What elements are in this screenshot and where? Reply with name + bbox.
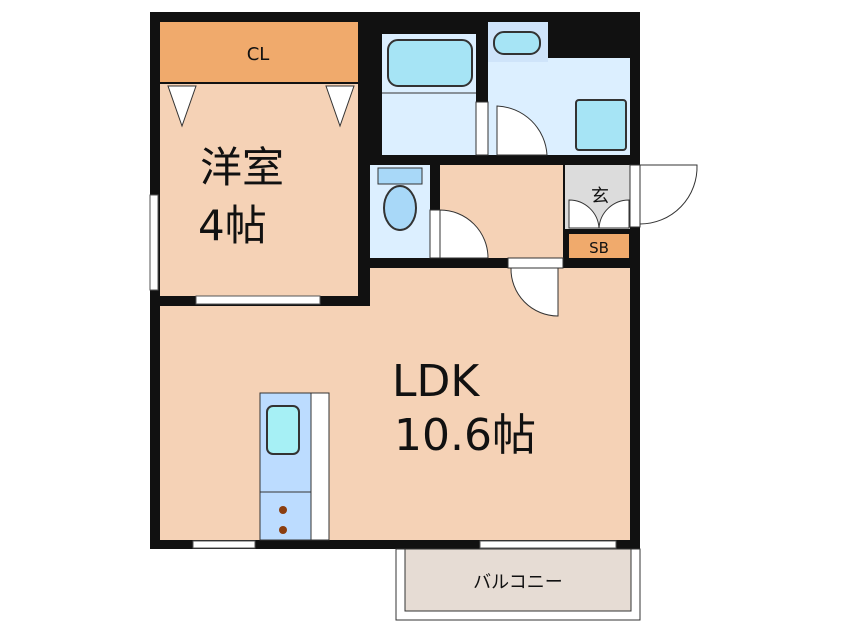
window	[192, 540, 256, 549]
ldk-size: 10.6帖	[394, 410, 536, 461]
western-room-name: 洋室	[200, 143, 284, 192]
sliding-door	[195, 295, 321, 305]
closet-door-icon	[325, 85, 355, 128]
sliding-window	[479, 540, 617, 549]
ldk-name: LDK	[392, 356, 480, 407]
window	[149, 194, 159, 291]
stove-burner-icon	[279, 526, 287, 534]
door-swing-icon	[439, 209, 489, 259]
door-swing-icon	[510, 267, 559, 317]
bathtub-icon	[387, 39, 473, 87]
closet-label: CL	[247, 44, 270, 65]
balcony	[404, 548, 632, 612]
toilet-bowl-icon	[383, 185, 417, 231]
door-swing-icon	[496, 105, 548, 156]
washing-machine-icon	[575, 99, 627, 151]
toilet-tank-icon	[377, 167, 423, 185]
closet-door-icon	[167, 85, 197, 128]
balcony-label: バルコニー	[473, 572, 563, 593]
entrance-label: 玄	[591, 186, 609, 207]
stove-burner-icon	[279, 506, 287, 514]
entrance-door-icon	[639, 164, 698, 225]
shoe-box	[569, 234, 629, 258]
closet	[160, 22, 358, 82]
western-room	[160, 84, 358, 296]
ldk-room	[160, 306, 630, 540]
sink-icon	[266, 405, 300, 455]
western-room-size: 4帖	[198, 201, 267, 250]
washbasin-icon	[493, 31, 541, 55]
shoe-box-label: SB	[589, 239, 609, 257]
shoe-box-door-icon	[568, 199, 630, 229]
